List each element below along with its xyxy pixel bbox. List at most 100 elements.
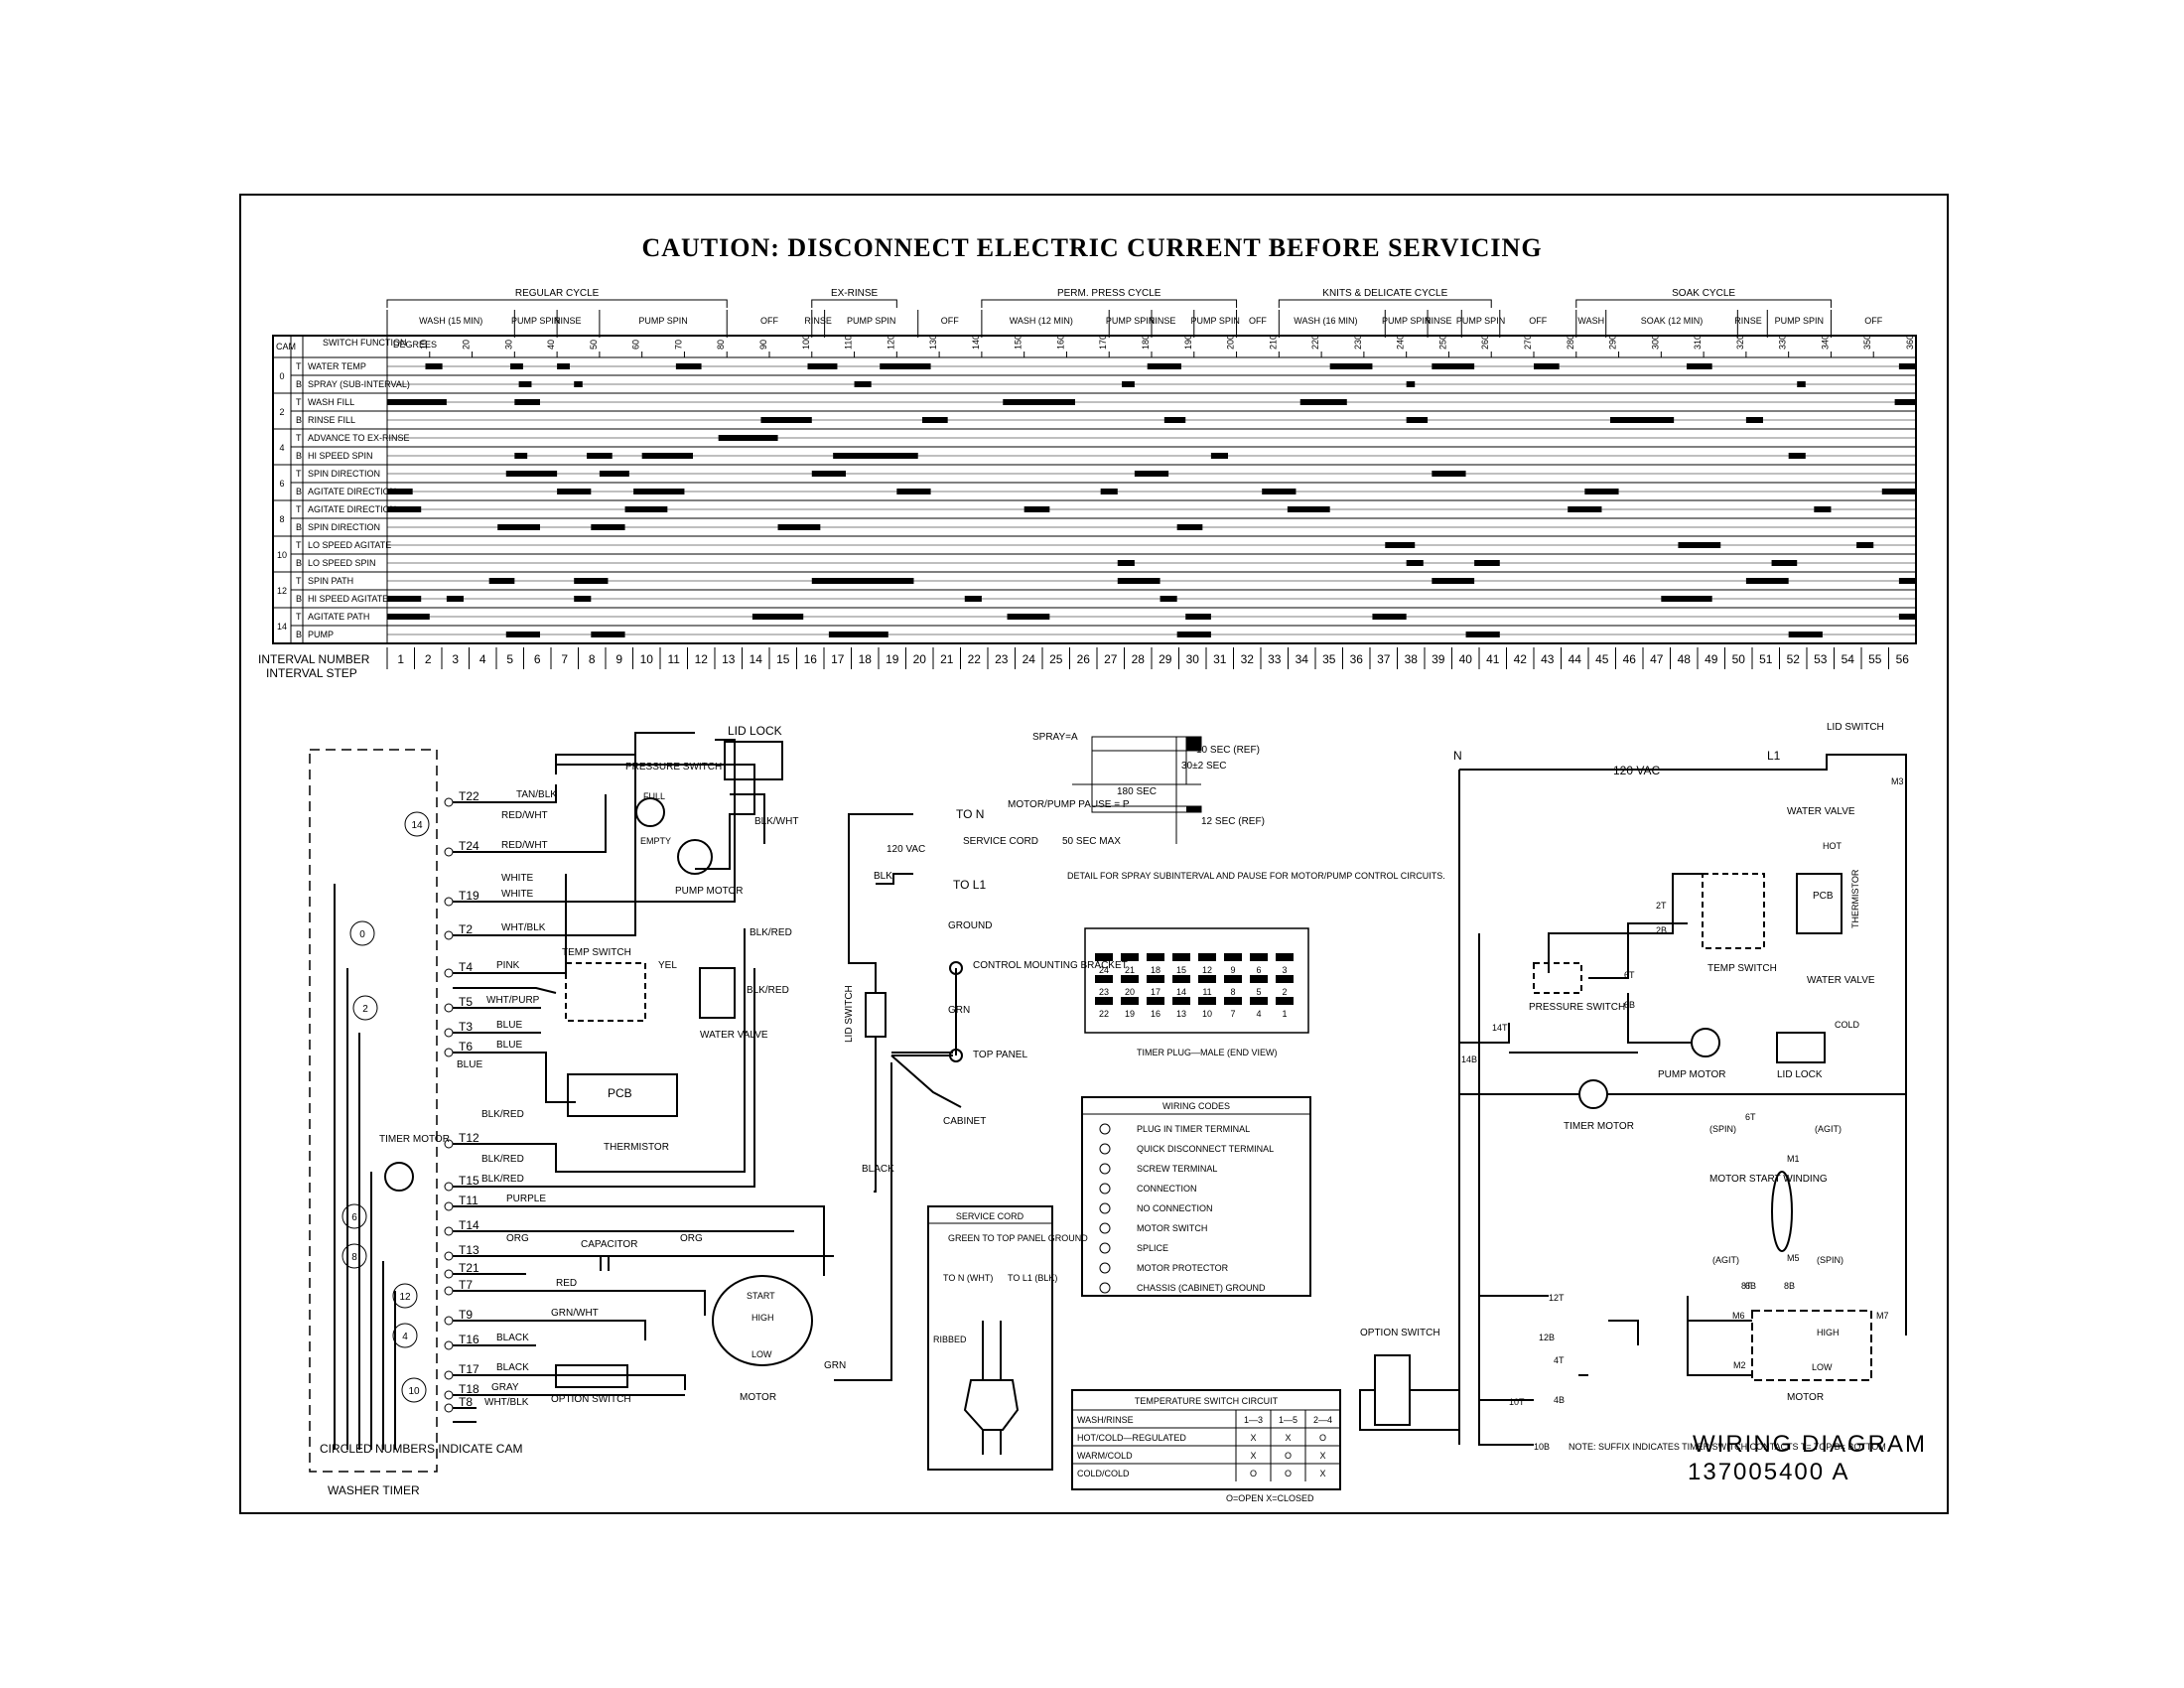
ladder-vac: 120 VAC [1613,764,1660,777]
temp-table-cell: O [1319,1433,1326,1443]
service-cord-title: SERVICE CORD [956,1211,1024,1221]
plug-pin-number: 10 [1202,1009,1212,1019]
phase-label: RINSE [1425,316,1452,326]
switch-function-label: WASH FILL [308,397,354,407]
motor-terminal: M6 [1732,1311,1745,1321]
degree-tick-label: 290 [1608,335,1618,350]
interval-number: 13 [722,652,736,666]
wire-color-label: BLACK [862,1164,894,1175]
timer-terminals: T22T24T19T2T4T5T3T6T12T15T11T14T13T21T7T… [444,789,479,1413]
interval-number: 41 [1486,652,1500,666]
phase-label: PUMP SPIN [1190,316,1239,326]
ladder-agit-bottom: (AGIT) [1712,1255,1739,1265]
ladder-contact: 12B [1539,1333,1555,1342]
interval-number: 56 [1896,652,1910,666]
phase-label: RINSE [554,316,582,326]
spray-detail: SPRAY=A MOTOR/PUMP PAUSE = P 10 SEC (REF… [1008,732,1445,1057]
interval-number: 20 [913,652,927,666]
temperature-switch-table: TEMPERATURE SWITCH CIRCUIT O=OPEN X=CLOS… [1071,1389,1341,1503]
wire-color-label: WHT/BLK [484,1397,529,1408]
cycle-bracket [1278,299,1492,308]
wire-color-label: WHITE [501,873,534,884]
temp-table-cell: WARM/COLD [1077,1451,1133,1461]
interval-number: 29 [1159,652,1172,666]
capacitor-label: CAPACITOR [581,1239,637,1250]
wire-color-label: RED/WHT [501,810,548,821]
spray-caption: DETAIL FOR SPRAY SUBINTERVAL AND PAUSE F… [1067,871,1445,881]
interval-number: 6 [534,652,541,666]
ladder-contact: 10B [1534,1442,1550,1452]
switch-function-label: HI SPEED SPIN [308,451,373,461]
plug-pin-number: 15 [1176,965,1186,975]
cycle-label: EX-RINSE [831,288,879,299]
plug-pin [1250,997,1268,1005]
interval-number: 39 [1432,652,1445,666]
wiring-code-label: PLUG IN TIMER TERMINAL [1137,1124,1250,1134]
phase-label: PUMP SPIN [1106,316,1155,326]
wire-color-label: BLACK [496,1362,529,1373]
temp-table-cell: HOT/COLD—REGULATED [1077,1433,1186,1443]
degrees-header: DEGREES [393,340,437,350]
ladder-pressure-switch: PRESSURE SWITCH [1529,1002,1625,1013]
terminal-label: T15 [459,1174,479,1188]
ladder-contact: 4T [1554,1355,1565,1365]
wiring-code-symbol [1099,1242,1111,1254]
ladder-contact: 2B [1656,925,1667,935]
timer-terminal [444,1286,454,1296]
wiring-code-label: MOTOR SWITCH [1137,1223,1207,1233]
plug-pin-number: 14 [1176,987,1186,997]
plug-pin [1147,975,1164,983]
timer-terminal [444,897,454,907]
wiring-code-symbol [1099,1262,1111,1274]
ladder-pcb: PCB [1813,891,1834,902]
ladder-contact: 4B [1554,1395,1565,1405]
wire-color-label: RED/WHT [501,840,548,851]
plug-pin-number: 21 [1125,965,1135,975]
ladder-spin-bottom: (SPIN) [1817,1255,1843,1265]
contact-label: B [296,594,302,604]
plug-pin [1198,953,1216,961]
cam-circle [352,995,378,1021]
wiring-code-label: NO CONNECTION [1137,1203,1213,1213]
service-cord-green: GREEN TO TOP PANEL GROUND [948,1233,1088,1243]
degree-tick-label: 130 [928,335,938,350]
degree-tick-label: 50 [589,340,599,350]
degree-tick-label: 340 [1820,335,1830,350]
t50-label: 50 SEC MAX [1062,836,1121,847]
degree-tick-label: 100 [801,335,811,350]
degree-tick-label: 160 [1055,335,1065,350]
motor-terminal: M1 [1787,1154,1800,1164]
interval-step-label: INTERVAL STEP [266,666,357,680]
plug-pin [1250,975,1268,983]
contact-label: B [296,630,302,639]
phase-label: OFF [941,316,959,326]
degree-tick-label: 270 [1523,335,1533,350]
sheet-border [239,194,1949,1514]
wire-color-label: RED [556,1278,577,1289]
ladder-water-valve-hot: WATER VALVE [1787,806,1855,817]
terminal-label: T9 [459,1308,473,1322]
plug-pin-number: 6 [1256,965,1261,975]
circled-note: CIRCLED NUMBERS INDICATE CAM [320,1442,522,1456]
contact-label: B [296,379,302,389]
wiring-code-label: SCREW TERMINAL [1137,1164,1217,1174]
ladder-note: NOTE: SUFFIX INDICATES TIMER SWITCH CONT… [1569,1442,1886,1452]
phase-label: PUMP SPIN [1456,316,1505,326]
degree-tick-label: 190 [1183,335,1193,350]
wire-color-label: BLUE [457,1059,482,1070]
ladder-lid-lock: LID LOCK [1777,1069,1823,1080]
cam-circle [392,1323,418,1348]
contact-label: T [296,540,302,550]
temp-table-cell: 1—3 [1244,1415,1263,1425]
pcb-label: PCB [608,1086,632,1100]
cam-number: 2 [279,407,284,417]
cam-number: 6 [279,479,284,489]
wire-color-label: BLUE [496,1020,522,1031]
plug-pin [1095,953,1113,961]
interval-number: 36 [1350,652,1364,666]
ladder-high: HIGH [1817,1328,1840,1337]
interval-number: 4 [479,652,486,666]
ladder-schematic: N L1 120 VAC LID SWITCH M3 WATER VALVE H… [1359,722,1907,1452]
wiring-code-symbol [1099,1282,1111,1294]
interval-number: 19 [886,652,899,666]
